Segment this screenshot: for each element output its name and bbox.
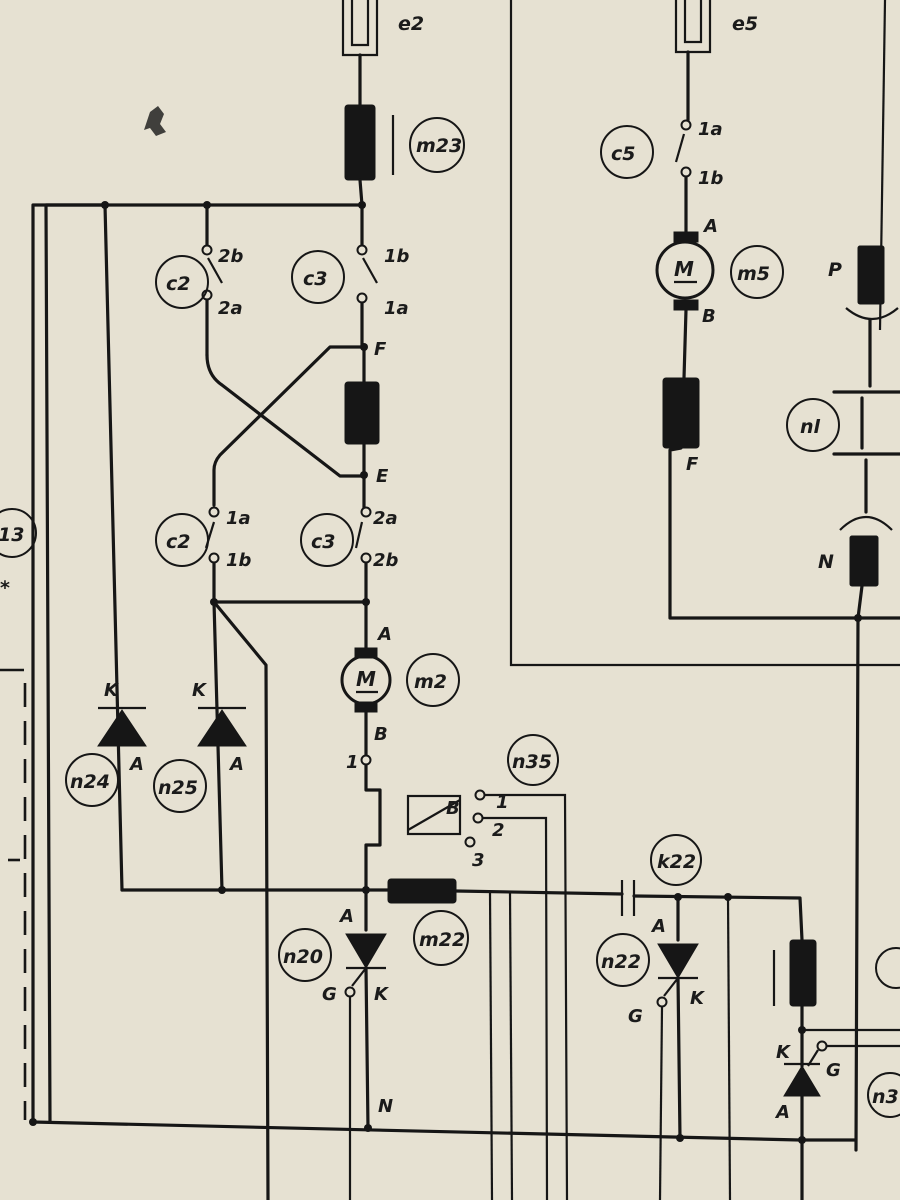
svg-text:N: N (378, 1096, 393, 1117)
svg-text:K: K (690, 988, 706, 1009)
n25-label: n25 (158, 777, 198, 799)
m23-label: m23 (416, 135, 462, 157)
svg-text:1b: 1b (698, 168, 724, 189)
e2-fuse-group: e2 (341, 0, 424, 107)
diode-n24: K A n24 (65, 680, 147, 807)
thyristor-right: K G A (676, 939, 900, 1200)
c2-upper-switch: 2b 2a c2 (155, 203, 244, 357)
motor-m2: A M B m2 1 (340, 600, 460, 892)
svg-text:1a: 1a (384, 298, 409, 319)
svg-text:1: 1 (496, 792, 509, 813)
svg-text:G: G (322, 984, 337, 1005)
m2-label: m2 (414, 671, 447, 693)
svg-text:2a: 2a (373, 508, 398, 529)
svg-text:K: K (192, 680, 208, 701)
svg-text:1b: 1b (226, 550, 252, 571)
edge-star: * (0, 577, 10, 599)
c5-label: c5 (611, 143, 635, 165)
svg-text:G: G (826, 1060, 841, 1081)
m22-label: m22 (419, 929, 465, 951)
capacitor-k22: k22 (620, 834, 804, 1200)
m23-coil: m23 (344, 104, 465, 207)
svg-text:1: 1 (346, 752, 359, 773)
svg-text:A: A (128, 754, 144, 775)
c2-lower-label: c2 (166, 531, 190, 553)
svg-text:3: 3 (472, 850, 485, 871)
e2-label: e2 (398, 13, 424, 35)
lamp-nl: P N nl (786, 245, 900, 1152)
m2-motor-symbol: M (356, 667, 376, 691)
svg-text:B: B (702, 306, 716, 327)
c2-upper-label: c2 (166, 273, 190, 295)
svg-text:K: K (776, 1042, 792, 1063)
svg-text:2: 2 (492, 820, 505, 841)
nl-label: nl (800, 416, 821, 438)
field-winding: F E (205, 339, 389, 510)
m5-label: m5 (737, 263, 770, 285)
thyristor-n20: A G K N n20 (278, 888, 393, 1200)
switch-n35: n35 B 1 2 3 (406, 734, 569, 1200)
m5-motor-symbol: M (674, 257, 694, 281)
n22-label: n22 (601, 951, 641, 973)
svg-text:A: A (774, 1102, 790, 1123)
svg-text:2b: 2b (218, 246, 244, 267)
frame-lines (509, 0, 900, 667)
svg-text:P: P (828, 259, 842, 281)
svg-text:A: A (650, 916, 666, 937)
svg-text:A: A (376, 624, 392, 645)
n35-label: n35 (512, 751, 552, 773)
svg-text:1b: 1b (384, 246, 410, 267)
c2-lower-switch: 1a 1b c2 (155, 506, 252, 604)
svg-text:B: B (374, 724, 388, 745)
svg-text:E: E (376, 466, 389, 487)
n20-label: n20 (283, 946, 323, 968)
svg-text:F: F (374, 339, 387, 360)
e5-fuse-group: e5 (674, 0, 758, 122)
edge-n3-label: n3 (872, 1086, 899, 1108)
c3-upper-switch: 1b 1a c3 (291, 203, 410, 347)
diode-n25: K A n25 (153, 680, 247, 813)
c3-lower-switch: 2a 2b c3 (300, 506, 399, 604)
k22-label: k22 (657, 851, 696, 873)
edge-labels: 13 * n3 (0, 106, 900, 1118)
thyristor-n22: A G K n22 (596, 895, 706, 1200)
n24-label: n24 (70, 771, 110, 793)
svg-text:K: K (104, 680, 120, 701)
c3-upper-label: c3 (303, 268, 327, 290)
motor-m5: A M B m5 F (655, 216, 900, 620)
svg-text:A: A (228, 754, 244, 775)
edge-13-label: 13 (0, 524, 24, 546)
m22-resistor: m22 (120, 878, 624, 1200)
svg-text:A: A (702, 216, 718, 237)
c5-switch: 1a 1b c5 (600, 119, 724, 237)
svg-text:K: K (374, 984, 390, 1005)
svg-text:G: G (628, 1006, 643, 1027)
svg-text:N: N (818, 551, 834, 573)
svg-text:2a: 2a (218, 298, 243, 319)
junction-wires (210, 598, 370, 1200)
c3-lower-label: c3 (311, 531, 335, 553)
svg-text:F: F (686, 454, 699, 475)
svg-text:A: A (338, 906, 354, 927)
svg-text:1a: 1a (698, 119, 723, 140)
svg-text:2b: 2b (373, 550, 399, 571)
e5-label: e5 (732, 13, 758, 35)
svg-text:B: B (446, 798, 460, 819)
svg-text:1a: 1a (226, 508, 251, 529)
